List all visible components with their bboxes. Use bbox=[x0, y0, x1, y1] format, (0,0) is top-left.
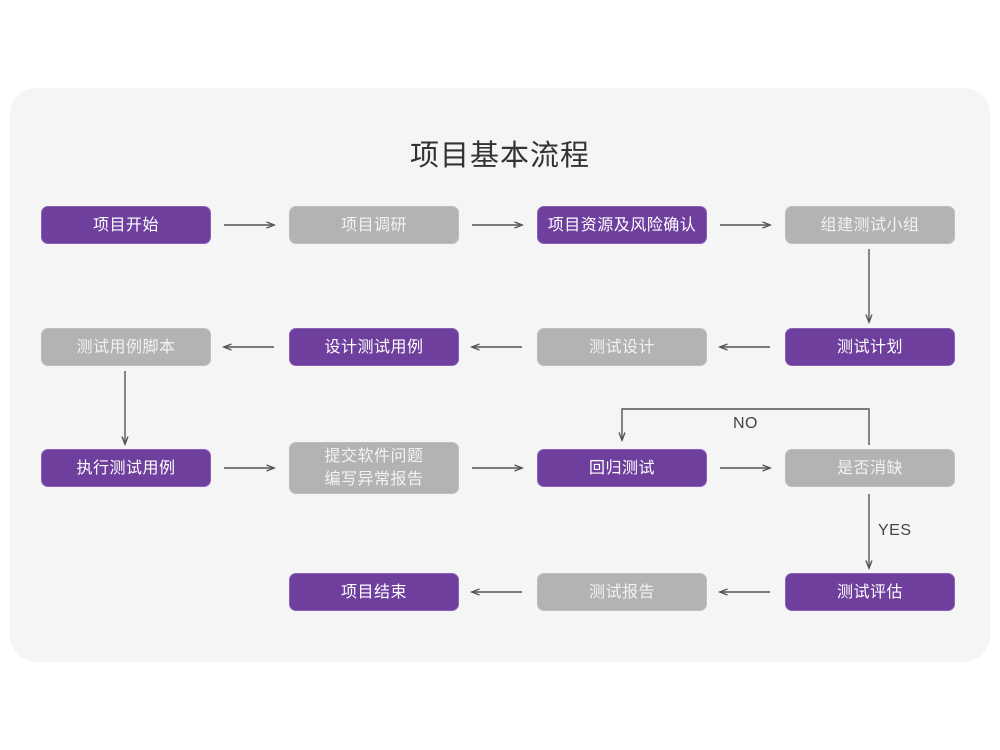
node-resource-risk-confirm[interactable]: 项目资源及风险确认 bbox=[537, 206, 707, 244]
node-test-report[interactable]: 测试报告 bbox=[537, 573, 707, 611]
node-regression-test[interactable]: 回归测试 bbox=[537, 449, 707, 487]
node-build-test-team[interactable]: 组建测试小组 bbox=[785, 206, 955, 244]
node-defect-resolved[interactable]: 是否消缺 bbox=[785, 449, 955, 487]
node-design-test-case[interactable]: 设计测试用例 bbox=[289, 328, 459, 366]
node-submit-defect-report[interactable]: 提交软件问题 编写异常报告 bbox=[289, 442, 459, 494]
page-title: 项目基本流程 bbox=[409, 140, 590, 172]
node-test-plan[interactable]: 测试计划 bbox=[785, 328, 955, 366]
node-project-start[interactable]: 项目开始 bbox=[41, 206, 211, 244]
flowchart-card bbox=[10, 88, 990, 662]
node-project-end[interactable]: 项目结束 bbox=[289, 573, 459, 611]
node-project-research[interactable]: 项目调研 bbox=[289, 206, 459, 244]
node-test-evaluation[interactable]: 测试评估 bbox=[785, 573, 955, 611]
edge-label-yes: YES bbox=[878, 522, 912, 539]
node-test-design[interactable]: 测试设计 bbox=[537, 328, 707, 366]
edge-label-no: NO bbox=[733, 415, 758, 432]
node-test-case-script[interactable]: 测试用例脚本 bbox=[41, 328, 211, 366]
node-execute-test-case[interactable]: 执行测试用例 bbox=[41, 449, 211, 487]
